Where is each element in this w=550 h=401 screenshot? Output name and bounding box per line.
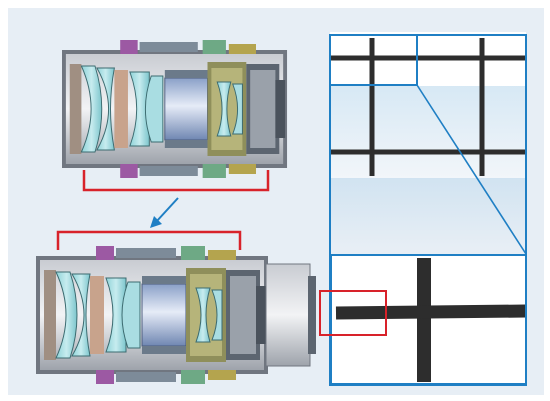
projection-line-right: [416, 84, 527, 255]
bracket-bottom: [56, 230, 242, 250]
arrow-down-left-icon: [150, 197, 179, 228]
zoom-frame: [330, 254, 527, 385]
bracket-top: [82, 170, 270, 192]
highlight-box: [319, 290, 387, 336]
grid-zoom-panel: [331, 255, 526, 384]
lens-cross-section-bottom: [35, 245, 316, 385]
grid-view-panel: [330, 32, 526, 178]
lens-cross-section-top: [61, 39, 288, 179]
zoom-projection: [330, 178, 526, 248]
